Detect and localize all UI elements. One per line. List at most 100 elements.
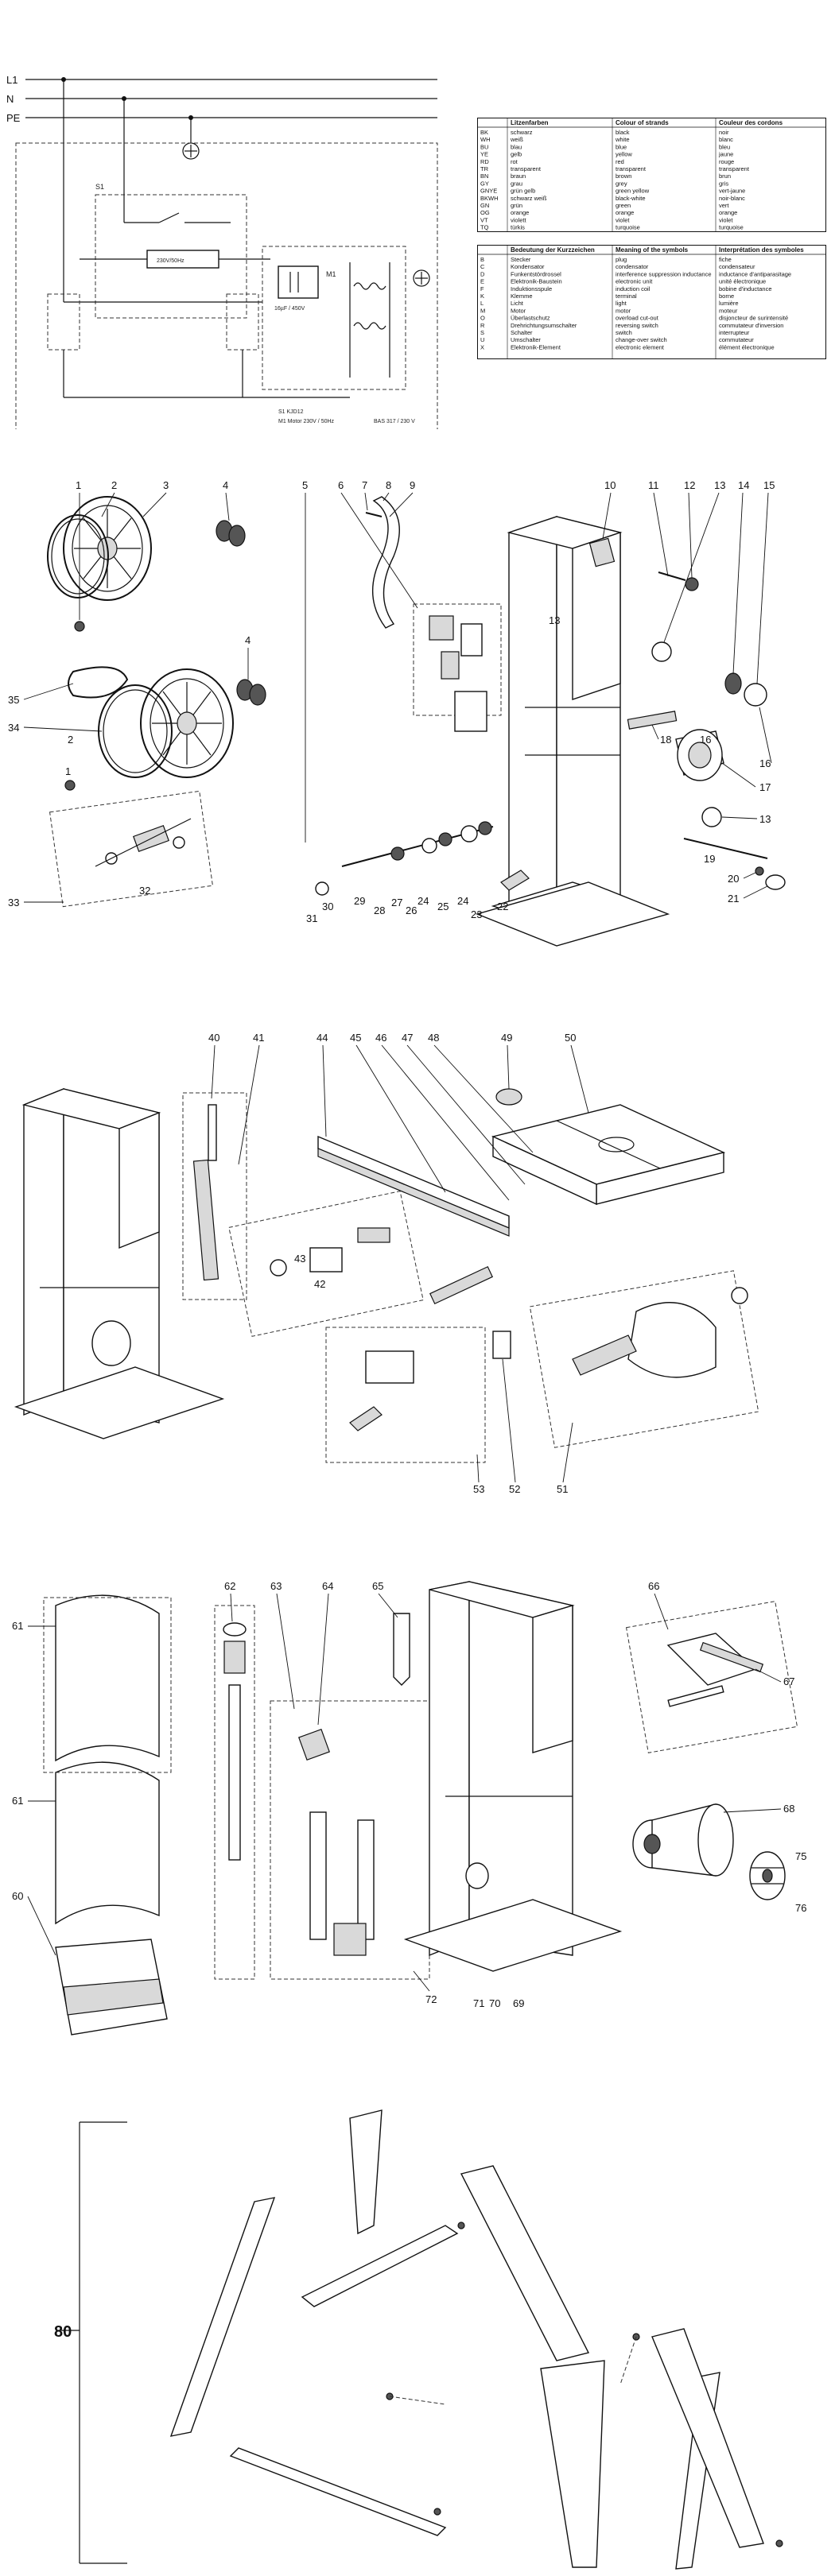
callout-52: 52 [509, 1483, 520, 1495]
colour-table-cell: turquoise [616, 224, 640, 231]
colour-table-cell: grey [616, 180, 627, 187]
colour-table-cell: VT [480, 216, 488, 223]
section2-callouts: 40 41 44 45 46 47 48 49 50 43 42 53 52 5… [208, 1032, 589, 1495]
callout-40: 40 [208, 1032, 219, 1044]
callout-14: 14 [738, 479, 749, 491]
symbol-table-cell: Drehrichtungsumschalter [511, 322, 577, 329]
capacitor-label: 16µF / 450V [274, 306, 305, 312]
colour-table-cell: schwarz [511, 129, 533, 136]
symbol-table-cell: unité électronique [719, 278, 766, 285]
callout-45: 45 [350, 1032, 361, 1044]
callout-46: 46 [375, 1032, 386, 1044]
colour-table-cell: braun [511, 172, 526, 180]
colour-table-cell: vert [719, 202, 729, 209]
colour-table-cell: RD [480, 158, 489, 165]
colour-table-cell: blanc [719, 136, 733, 143]
symbol-table-cell: B [480, 256, 484, 263]
colour-table-cell: jaune [718, 151, 733, 158]
callout-69: 69 [513, 1997, 524, 2009]
symbol-table-cell: E [480, 278, 484, 285]
callout-28: 28 [374, 905, 385, 916]
callout-25: 25 [437, 901, 449, 912]
callout-49: 49 [501, 1032, 512, 1044]
colour-table-cell: grau [511, 180, 522, 187]
colour-table-cell: grün gelb [511, 188, 535, 195]
callout-51: 51 [557, 1483, 568, 1495]
colour-header-en: Colour of strands [616, 119, 669, 126]
callout-1: 1 [76, 479, 81, 491]
legend-line-3: BAS 317 / 230 V [374, 419, 415, 424]
colour-table-cell: rouge [719, 158, 734, 165]
symbol-table-cell: Induktionsspule [511, 285, 552, 292]
symbol-table-cell: interference suppression inductance [616, 270, 712, 277]
callout-20: 20 [728, 873, 739, 885]
callout-61b: 61 [12, 1795, 23, 1807]
colour-table-cell: white [615, 136, 630, 143]
section1-callouts: 1 2 3 4 4 2 1 35 34 33 32 5 6 7 8 9 10 1… [8, 479, 775, 924]
callout-32: 32 [139, 885, 150, 897]
symbol-table-cell: moteur [719, 307, 738, 314]
callout-7: 7 [362, 479, 367, 491]
saw-frame-right [403, 1581, 623, 1972]
colour-table-cell: violet [616, 216, 630, 223]
colour-table-cell: rot [511, 158, 518, 165]
exploded-view-stand: 80 [54, 2109, 783, 2570]
symbol-table-cell: Motor [511, 307, 526, 314]
symbol-table-cell: Kondensator [511, 263, 545, 270]
callout-8: 8 [386, 479, 391, 491]
callout-33: 33 [8, 897, 19, 908]
callout-50: 50 [565, 1032, 576, 1044]
colour-table-cell: turquoise [719, 224, 744, 231]
callout-16: 16 [759, 757, 771, 769]
callout-16b: 16 [700, 734, 711, 746]
callout-80: 80 [54, 2323, 72, 2341]
callout-27: 27 [391, 897, 402, 908]
callout-26: 26 [406, 905, 417, 916]
symbol-table-cell: M [480, 307, 485, 314]
callout-62: 62 [224, 1580, 235, 1592]
colour-header-fr: Couleur des cordons [719, 119, 783, 126]
symbol-table-cell: X [480, 343, 484, 351]
symbol-table-cell: Funkentstördrossel [511, 270, 561, 277]
symbol-table-cell: change-over switch [616, 336, 667, 343]
colour-table-cell: BK [480, 129, 488, 136]
symbol-table-cell: L [480, 300, 484, 307]
callout-43: 43 [294, 1253, 305, 1265]
colour-table-cell: transparent [511, 165, 542, 172]
symbol-table-cell: C [480, 263, 485, 270]
colour-table-cell: transparent [616, 165, 647, 172]
callout-68: 68 [783, 1803, 794, 1815]
colour-table-cell: schwarz weiß [511, 195, 547, 202]
exploded-view-doors-motor: 61 61 60 62 63 64 65 66 67 68 75 76 72 7… [12, 1580, 806, 2036]
symbol-table-cell: commutateur [719, 336, 754, 343]
symbol-table-cell: K [480, 292, 484, 300]
symbol-table-cell: Umschalter [511, 336, 541, 343]
callout-67: 67 [783, 1675, 794, 1687]
symbol-table-cell: bobine d'inductance [719, 285, 772, 292]
callout-1b: 1 [65, 765, 71, 777]
symbol-table-cell: O [480, 315, 485, 322]
colour-table-cell: YE [480, 151, 488, 158]
symbol-table-cell: interrupteur [719, 329, 750, 336]
colour-table-cell: violet [719, 216, 733, 223]
colour-table-cell: green [616, 202, 631, 209]
colour-table: Litzenfarben Colour of strands Couleur d… [477, 118, 826, 232]
callout-2b: 2 [68, 734, 73, 746]
symbol-table-cell: Elektronik-Baustein [511, 278, 562, 285]
callout-21: 21 [728, 893, 739, 905]
symbol-table-cell: electronic element [616, 343, 665, 351]
callout-48: 48 [428, 1032, 439, 1044]
callout-47: 47 [402, 1032, 413, 1044]
callout-17: 17 [759, 781, 771, 793]
callout-42: 42 [314, 1278, 325, 1290]
symbol-header-fr: Interprétation des symboles [719, 246, 804, 254]
colour-table-cell: gelb [511, 151, 522, 158]
callout-64: 64 [322, 1580, 333, 1592]
colour-table-cell: vert-jaune [719, 188, 745, 195]
symbol-table-cell: Überlastschutz [511, 315, 550, 322]
section3-callouts: 61 61 60 62 63 64 65 66 67 68 75 76 72 7… [12, 1580, 806, 2009]
callout-75: 75 [795, 1850, 806, 1862]
colour-table-cell: violett [511, 216, 527, 223]
symbol-header-en: Meaning of the symbols [616, 246, 689, 254]
colour-table-cell: noir-blanc [719, 195, 745, 202]
